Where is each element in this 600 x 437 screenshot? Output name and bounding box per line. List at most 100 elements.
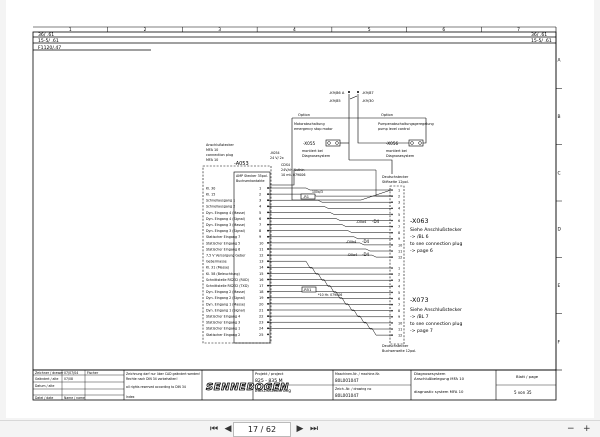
signal-wires bbox=[268, 169, 392, 336]
option1-title: Option bbox=[298, 113, 310, 117]
a053-sub-1: AMP Stecker 35pol. bbox=[236, 174, 268, 178]
tb-notice-4: Index bbox=[126, 395, 135, 399]
wire bbox=[268, 267, 391, 275]
a053-pin-label: Dyn. Eingang 3 (Masse) bbox=[206, 223, 245, 227]
a053-pin-number: 1 bbox=[259, 186, 261, 190]
wire bbox=[268, 279, 391, 287]
plug-x073: -X073 Siehe Anschlußstecker -> /BL 7 to … bbox=[410, 296, 462, 334]
a053-head-2: MFA 10 bbox=[206, 148, 218, 152]
x073-line-3: to see connection plug bbox=[410, 321, 462, 327]
tb-notice-1: Zeichnung darf nur über CAD geändert wer… bbox=[126, 372, 200, 376]
wire bbox=[268, 242, 391, 246]
x063-pin-number: 3 bbox=[398, 201, 400, 205]
x073-line-2: -> /BL 7 bbox=[410, 314, 429, 320]
row-label: D bbox=[558, 227, 562, 233]
a053-pin-label: Schnittstelle RS232 (TXD) bbox=[206, 284, 249, 288]
a053-pin-number: 11 bbox=[259, 247, 263, 251]
a053-head-1: Anschlußstecker bbox=[206, 143, 234, 147]
bus-label-left-1: 36/ .61 bbox=[38, 32, 54, 38]
a053-pin-number: 21 bbox=[259, 308, 263, 312]
x073-line-4: -> page 7 bbox=[410, 328, 433, 334]
r2-note: *10 Hr. 079006 bbox=[318, 293, 342, 297]
zoom-in-button[interactable]: + bbox=[583, 424, 591, 434]
a053-pin-label: Kl. 31 (Masse) bbox=[206, 266, 229, 270]
row-label: E bbox=[558, 283, 561, 289]
x063-line-3: to see connection plug bbox=[410, 241, 462, 247]
a053-pin-label: Statischer Eingang 1 bbox=[206, 327, 240, 331]
tb-rev-3: Datum / alte bbox=[35, 384, 54, 388]
a053-pin-label: Statischer Eingang 6 bbox=[206, 247, 240, 251]
x073-line-1: Siehe Anschlußstecker bbox=[410, 307, 462, 313]
wire bbox=[268, 199, 391, 203]
a053-pin-number: 18 bbox=[259, 290, 263, 294]
a053-pin-label: Schnellausgang 2 bbox=[206, 205, 235, 209]
a053-pin-label: Dyn. Eingang 2 (Masse) bbox=[206, 290, 245, 294]
x073-ref: -X073 bbox=[410, 296, 429, 304]
a053-pin-label: Dyn. Eingang 1 (Signal) bbox=[206, 308, 245, 312]
a053-pin-number: 22 bbox=[259, 315, 263, 319]
option2-desc1: Pumpenabschaltungsgeregelung bbox=[378, 122, 434, 126]
x063-pin-number: 4 bbox=[398, 207, 400, 211]
tb-drawing-label: Zeich.-Nr. / drawing no bbox=[335, 387, 371, 391]
tb-notice-3: all rights reserved according to DIN 34 bbox=[126, 385, 186, 389]
k054-line-4: 24V/ch Nuthin bbox=[281, 168, 304, 172]
sennebogen-logo: SENNEBOGEN bbox=[206, 382, 289, 393]
k054-line-5: 10 mt. 079006 bbox=[281, 173, 305, 177]
a053-head-3: connection plug bbox=[206, 153, 233, 157]
a053-pin-number: 3 bbox=[259, 199, 261, 203]
column-label: 2 bbox=[144, 27, 147, 33]
wire bbox=[268, 328, 391, 336]
a053-pin-number: 5 bbox=[259, 211, 261, 215]
a053-pin-number: 9 bbox=[259, 235, 261, 239]
x063-pin-number: 12 bbox=[398, 256, 402, 260]
page-number-field[interactable]: 17 / 62 bbox=[233, 422, 291, 437]
deutsch-head-2: Stiftseite 12pol. bbox=[382, 180, 409, 184]
x063-pin-number: 10 bbox=[398, 243, 402, 247]
x073-pin-number: 5 bbox=[398, 291, 400, 295]
last-page-icon[interactable]: ⏭ bbox=[309, 424, 319, 434]
option-block-1: Option Motorabschaltung emergency stop m… bbox=[291, 113, 361, 201]
a053-ref: -A053 bbox=[234, 161, 249, 167]
bus-label-right-2: 15-5/ .61 bbox=[531, 38, 552, 44]
a053-pin-label: Gebermasse bbox=[206, 260, 227, 264]
wire bbox=[268, 260, 391, 269]
deutsch-head-1: Deutschstecker bbox=[382, 175, 409, 179]
a053-pin-number: 8 bbox=[259, 229, 261, 233]
r1-note: 100a/3 bbox=[312, 190, 323, 194]
wire bbox=[268, 230, 391, 233]
x063-pin-number: 1 bbox=[398, 188, 400, 192]
option2-title: Option bbox=[381, 113, 393, 117]
a053-pin-number: 7 bbox=[259, 223, 261, 227]
prev-page-icon[interactable]: ◀ bbox=[224, 424, 232, 434]
x063-pin-number: 11 bbox=[398, 249, 402, 253]
tb-project-sub: Elektrosteuerung bbox=[255, 388, 291, 393]
title-block: Zeichner / drawer 07/07/04 Fischer Geänd… bbox=[32, 369, 557, 401]
tb-desc-1: Diagnosesystem bbox=[414, 371, 446, 376]
wire bbox=[268, 248, 391, 252]
bus-label-left-2: 15-5/ .61 bbox=[38, 38, 59, 44]
x063-line-2: -> /BL 6 bbox=[410, 234, 429, 240]
component-k054: -K054 24 V/ 2x CDS4 24V/ch Nuthin 10 mt.… bbox=[270, 151, 326, 186]
relay-label-2: -K9/85 bbox=[329, 99, 341, 103]
zoom-out-button[interactable]: − bbox=[567, 424, 575, 434]
x063-pin-number: 5 bbox=[398, 213, 400, 217]
tb-project: 825 - 835 M bbox=[255, 378, 283, 384]
x063-pin-number: 7 bbox=[398, 225, 400, 229]
x073-pin-number: 1 bbox=[398, 266, 400, 270]
wire bbox=[326, 169, 391, 197]
page-navigation-bar: ⏮ ◀ 17 / 62 ▶ ⏭ − + bbox=[0, 420, 600, 437]
a053-pin-number: 2 bbox=[259, 193, 261, 197]
wire bbox=[268, 254, 391, 258]
tb-notice-2: Rechte nach DIN 34 vorbehalten! bbox=[126, 377, 178, 381]
x073-pin-number: 6 bbox=[398, 297, 400, 301]
x063-line-4: -> page 6 bbox=[410, 248, 433, 254]
wire bbox=[268, 303, 391, 311]
next-page-icon[interactable]: ▶ bbox=[296, 424, 304, 434]
first-page-icon[interactable]: ⏮ bbox=[209, 424, 219, 434]
wire bbox=[268, 224, 391, 227]
a053-pin-label: Schnellausgang 1 bbox=[206, 199, 235, 203]
x073-pin-number: 10 bbox=[398, 321, 402, 325]
tb-machine-no: 80L001047 bbox=[335, 378, 359, 383]
